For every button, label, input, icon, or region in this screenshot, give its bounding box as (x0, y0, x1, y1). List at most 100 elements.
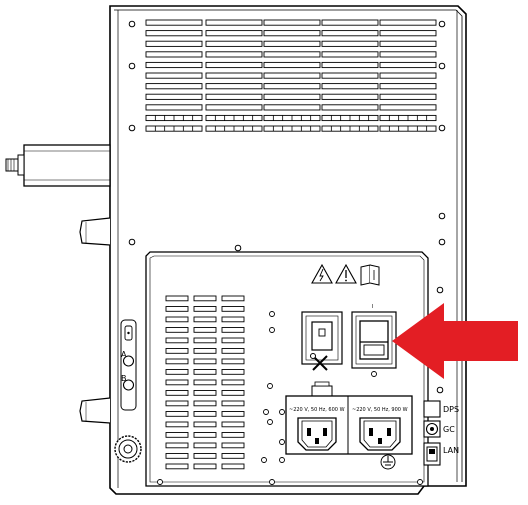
lan-label: LAN (443, 446, 459, 455)
vent-slot (321, 51, 379, 58)
voltage-label-right: ~220 V, 50 Hz, 900 W (352, 407, 408, 413)
vent-slot (193, 442, 217, 449)
vent-slot (221, 411, 245, 417)
gc-label: GC (443, 425, 455, 434)
lan-port[interactable] (423, 442, 441, 466)
screw (269, 327, 275, 333)
vent-slot (145, 104, 203, 111)
screw (438, 20, 446, 28)
vent-slot (221, 369, 245, 375)
vent-slot (193, 411, 217, 417)
screw (267, 419, 273, 425)
vent-slot (193, 337, 217, 344)
side-bumpers (79, 217, 111, 424)
vent-slot (379, 104, 437, 111)
vent-slot (145, 19, 203, 26)
vent-slot (193, 295, 217, 302)
vent-slot (165, 432, 189, 438)
vent-slot (263, 40, 321, 47)
vent-slot (145, 40, 203, 47)
screw (269, 479, 275, 485)
screw (438, 62, 446, 70)
vent-slot (193, 316, 217, 323)
screw (279, 439, 285, 445)
vent-slot (193, 327, 217, 333)
vent-slot (205, 40, 263, 47)
port-column: A B (120, 319, 137, 411)
ground-icon (380, 454, 396, 470)
vent-slot (145, 51, 203, 58)
screw (128, 124, 136, 132)
warning-electrical-icon (311, 263, 333, 284)
screw (279, 409, 285, 415)
rocker-switch[interactable] (311, 321, 333, 351)
vent-slot (165, 400, 189, 407)
power-inlet-left[interactable] (297, 417, 337, 451)
screw (128, 238, 136, 246)
vent-slot (193, 453, 217, 459)
screw (263, 409, 269, 415)
vent-slot (321, 93, 379, 100)
vent-slot (193, 463, 217, 470)
vent-slot (165, 327, 189, 333)
vent-slot (379, 93, 437, 100)
side-cylinder (5, 144, 111, 187)
vent-slot (379, 61, 437, 69)
vent-slot (221, 295, 245, 302)
vent-slot (379, 19, 437, 26)
vent-slot (221, 306, 245, 312)
screw (261, 457, 267, 463)
vent-slot (145, 93, 203, 100)
vent-slot (221, 463, 245, 470)
main-power-switch[interactable] (359, 320, 389, 360)
vent-slot (379, 51, 437, 58)
vent-slot (263, 83, 321, 90)
top-vent-grille (145, 19, 437, 132)
vent-slot (145, 72, 203, 79)
vent-slot (145, 61, 203, 69)
vent-slot (205, 72, 263, 79)
vent-slot (193, 432, 217, 438)
vent-slot (145, 83, 203, 90)
vent-slot (193, 369, 217, 375)
vent-slot (165, 295, 189, 302)
screw (438, 238, 446, 246)
vent-slot (205, 30, 263, 37)
gc-port[interactable] (423, 420, 441, 438)
vent-slot (221, 390, 245, 396)
vent-slot (221, 442, 245, 449)
vent-slot (165, 411, 189, 417)
vent-slot (321, 30, 379, 37)
screw (157, 479, 163, 485)
vent-slot (321, 72, 379, 79)
tools-icon (310, 353, 328, 371)
dps-port[interactable] (423, 400, 441, 418)
screw (438, 124, 446, 132)
screw (436, 386, 444, 394)
vent-slot (205, 19, 263, 26)
gear-knob[interactable] (114, 435, 142, 463)
vent-slot (205, 61, 263, 69)
panel-screws (157, 311, 423, 485)
screw (267, 383, 273, 389)
vent-slot (221, 421, 245, 428)
vent-slot (379, 30, 437, 37)
vent-slot (221, 453, 245, 459)
screw (128, 62, 136, 70)
vent-slot (263, 30, 321, 37)
port-a-label: A (121, 350, 127, 359)
vent-slot (165, 358, 189, 365)
vent-slot (193, 379, 217, 386)
vent-slot (165, 379, 189, 386)
vent-slot (205, 51, 263, 58)
power-inlet-right[interactable] (359, 417, 401, 451)
housing-inner-outline (114, 9, 463, 482)
vent-slot (145, 30, 203, 37)
vent-slot (221, 432, 245, 438)
vent-slot (321, 104, 379, 111)
vent-slot (263, 51, 321, 58)
vent-slot (193, 306, 217, 312)
callout-arrow (392, 303, 518, 379)
